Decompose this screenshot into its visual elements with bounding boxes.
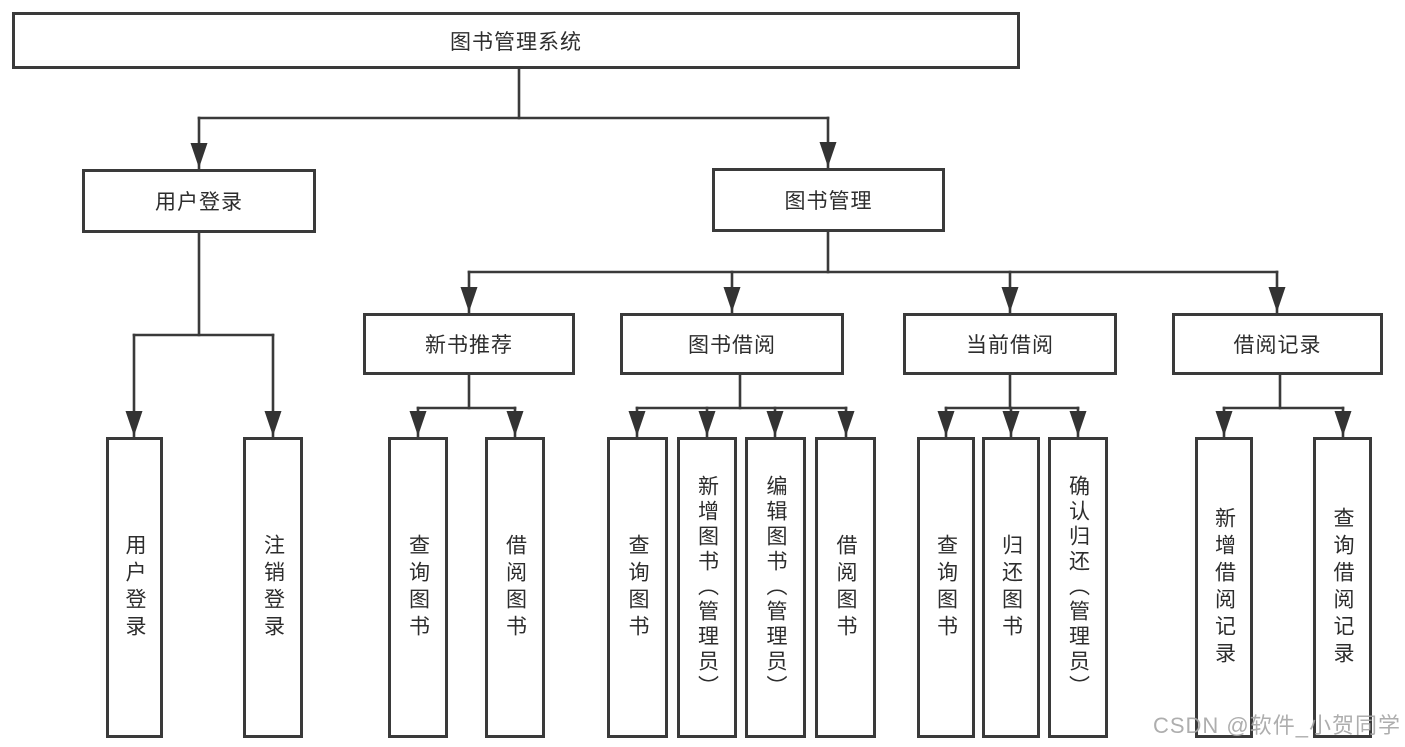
leaf-logout: 注销登录 xyxy=(243,437,303,738)
leaf-add-book-admin: 新增图书（管理员） xyxy=(677,437,737,738)
leaf-confirm-return-admin: 确认归还（管理员） xyxy=(1048,437,1108,738)
node-book-borrow: 图书借阅 xyxy=(620,313,844,375)
csdn-watermark: CSDN @软件_小贺同学 xyxy=(1152,713,1401,738)
leaf-query-book: 查询图书 xyxy=(607,437,668,738)
leaf-add-borrow-record: 新增借阅记录 xyxy=(1195,437,1253,738)
leaf-user-login: 用户登录 xyxy=(106,437,163,738)
leaf-query-book: 查询图书 xyxy=(917,437,975,738)
node-current-borrow: 当前借阅 xyxy=(903,313,1117,375)
node-root-system: 图书管理系统 xyxy=(12,12,1020,69)
node-book-management: 图书管理 xyxy=(712,168,945,232)
node-user-login: 用户登录 xyxy=(82,169,316,233)
leaf-query-book: 查询图书 xyxy=(388,437,448,738)
leaf-borrow-book: 借阅图书 xyxy=(485,437,545,738)
leaf-query-borrow-record: 查询借阅记录 xyxy=(1313,437,1372,738)
node-new-book-recommend: 新书推荐 xyxy=(363,313,575,375)
leaf-edit-book-admin: 编辑图书（管理员） xyxy=(745,437,806,738)
leaf-borrow-book: 借阅图书 xyxy=(815,437,876,738)
node-borrow-record: 借阅记录 xyxy=(1172,313,1383,375)
leaf-return-book: 归还图书 xyxy=(982,437,1040,738)
